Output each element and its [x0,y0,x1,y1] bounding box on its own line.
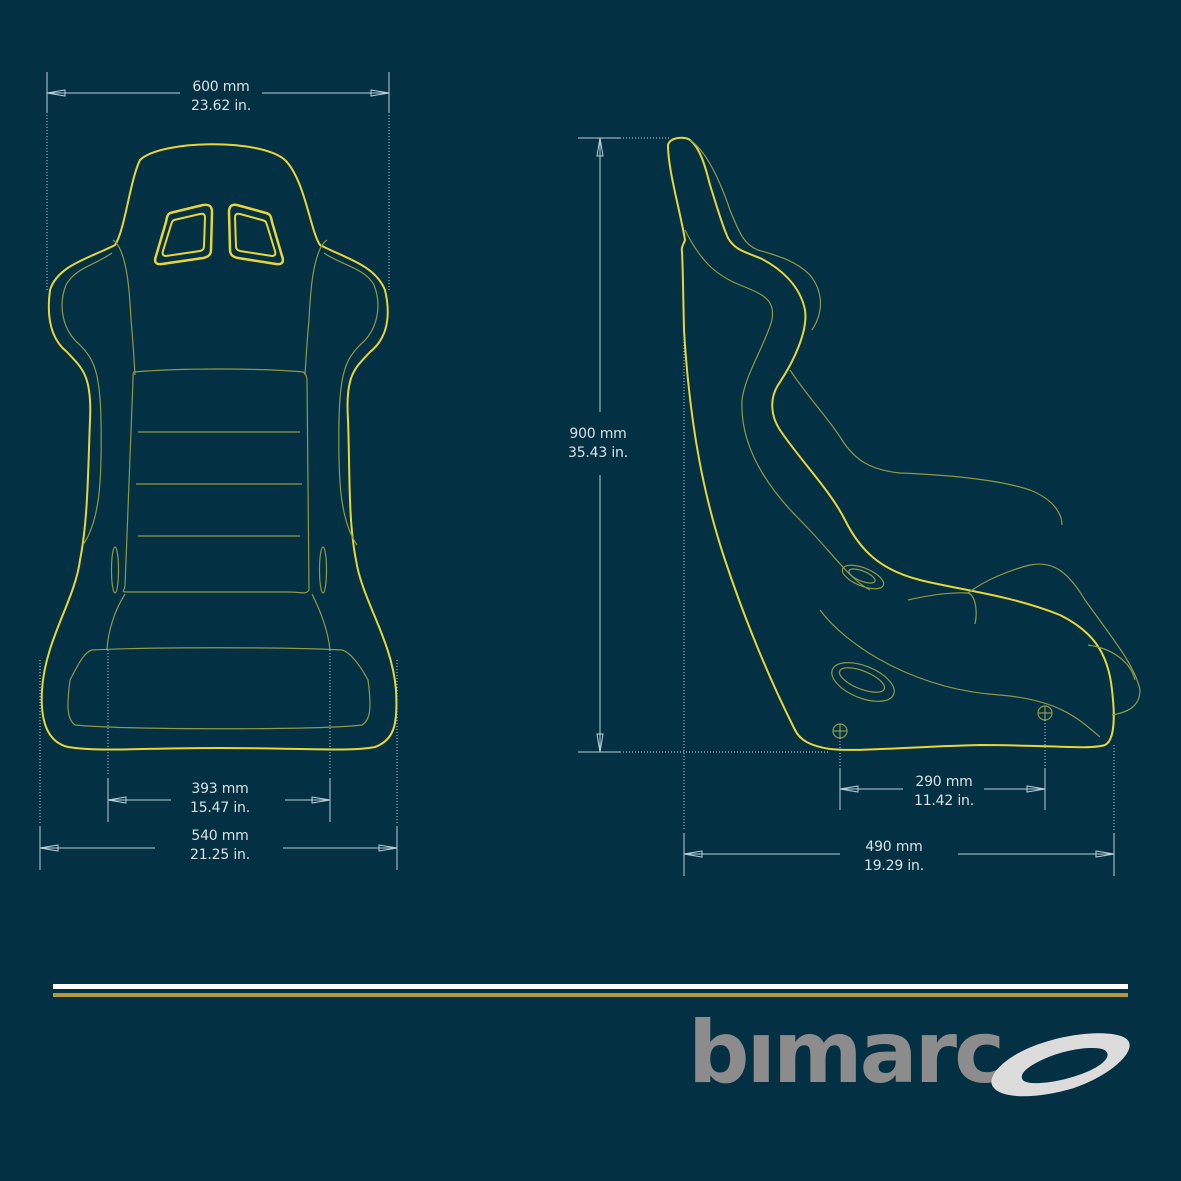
harness-slot-right-inner [233,212,277,258]
front-view-seat [40,143,398,751]
dim-in: 35.43 in. [568,445,628,461]
dim-mm: 490 mm [865,839,923,855]
dim-mm: 600 mm [192,79,250,95]
dim-mm: 900 mm [569,426,627,442]
divider-stripe-gold [53,993,1128,997]
brand-name: bımarc [688,1003,1005,1103]
harness-slot-left-inner [161,212,207,258]
brand-logo: bımarc [684,1006,1134,1106]
front-dimension-lines [39,72,398,870]
dim-label-front-width-inner: 393 mm 15.47 in. [170,780,270,818]
side-view-seat [666,136,1141,751]
dim-in: 23.62 in. [191,98,251,114]
divider-stripe-white [53,984,1128,989]
dim-mm: 393 mm [191,781,249,797]
dim-mm: 290 mm [915,774,973,790]
dim-in: 15.47 in. [190,800,250,816]
dim-label-side-height: 900 mm 35.43 in. [548,425,648,463]
harness-slot-right [227,203,285,266]
harness-slot-left [153,203,214,266]
front-seat-outline [40,143,398,751]
dim-label-side-depth: 490 mm 19.29 in. [844,838,944,876]
dim-label-side-mount-spacing: 290 mm 11.42 in. [894,773,994,811]
dim-in: 21.25 in. [190,847,250,863]
side-dimension-lines [578,137,1115,876]
dim-label-front-width-top: 600 mm 23.62 in. [171,78,271,116]
dim-in: 11.42 in. [914,793,974,809]
dim-in: 19.29 in. [864,858,924,874]
side-seat-outline [666,136,1115,751]
dim-label-front-width-base: 540 mm 21.25 in. [170,827,270,865]
dim-mm: 540 mm [191,828,249,844]
logo-swoosh-icon [991,1033,1130,1097]
